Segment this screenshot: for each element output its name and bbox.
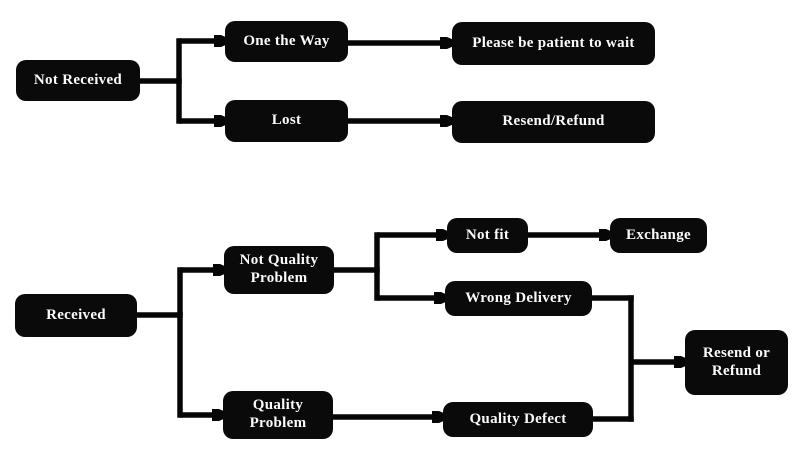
node-please-be-patient: Please be patient to wait	[452, 22, 655, 65]
node-label: Resend/Refund	[502, 113, 605, 130]
node-resend-refund: Resend/Refund	[452, 101, 655, 143]
node-label: Received	[46, 306, 106, 323]
node-lost: Lost	[225, 100, 348, 142]
node-label: Exchange	[626, 226, 691, 243]
node-not-fit: Not fit	[447, 218, 528, 253]
node-label: Not Quality Problem	[239, 252, 319, 286]
node-exchange: Exchange	[610, 218, 707, 253]
node-label: Wrong Delivery	[465, 289, 572, 306]
node-label: Resend or Refund	[702, 344, 771, 379]
node-wrong-delivery: Wrong Delivery	[445, 281, 592, 316]
node-quality-defect: Quality Defect	[443, 402, 593, 437]
node-label: Quality Defect	[469, 410, 567, 427]
node-one-the-way: One the Way	[225, 21, 348, 62]
node-label: Quality Problem	[249, 397, 307, 431]
node-not-quality-problem: Not Quality Problem	[224, 246, 334, 294]
node-received: Received	[15, 294, 137, 337]
node-not-received: Not Received	[16, 60, 140, 101]
node-label: Not fit	[465, 226, 510, 243]
node-quality-problem: Quality Problem	[223, 391, 333, 439]
node-label: One the Way	[243, 32, 330, 49]
node-resend-or-refund: Resend or Refund	[685, 330, 788, 395]
node-label: Lost	[271, 112, 302, 129]
node-label: Please be patient to wait	[472, 34, 635, 51]
node-label: Not Received	[33, 71, 123, 88]
